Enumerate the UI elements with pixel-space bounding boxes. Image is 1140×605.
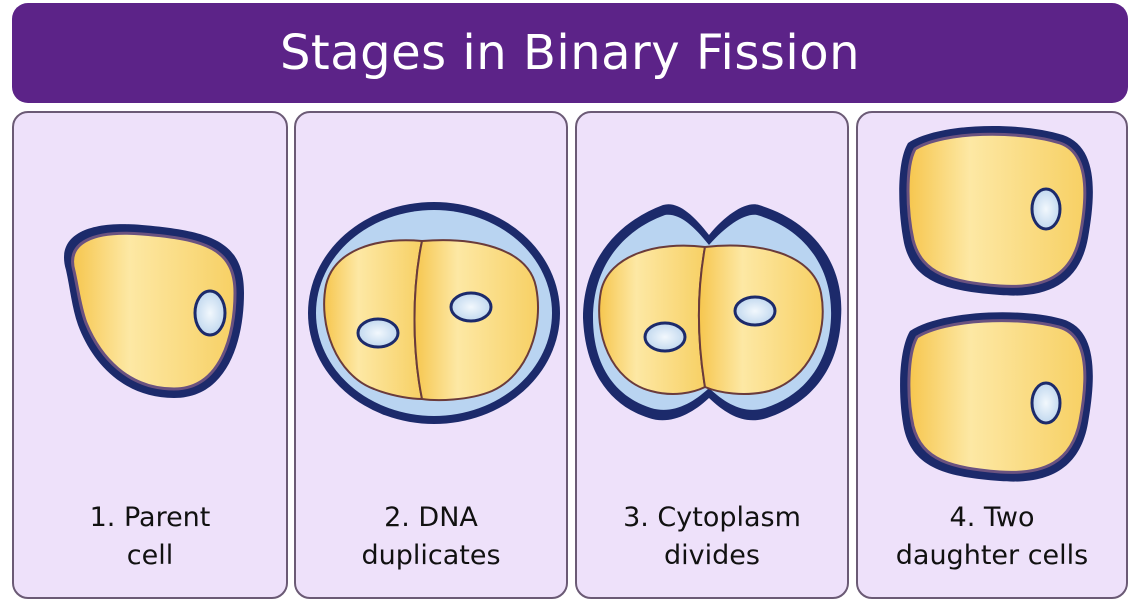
stage-caption: 3. Cytoplasm divides	[577, 499, 847, 575]
caption-line-1: 4. Two	[858, 499, 1126, 537]
nucleoid-right	[451, 293, 491, 321]
caption-line-2: daughter cells	[858, 537, 1126, 575]
daughter-cell-top-nucleoid	[1032, 189, 1060, 229]
stage-caption: 1. Parent cell	[14, 499, 286, 575]
stage-caption: 4. Two daughter cells	[858, 499, 1126, 575]
caption-line-1: 3. Cytoplasm	[577, 499, 847, 537]
stage-panel-dna-duplicates: 2. DNA duplicates	[294, 111, 568, 599]
caption-line-1: 1. Parent	[14, 499, 286, 537]
stage-panel-cytoplasm-divides: 3. Cytoplasm divides	[575, 111, 849, 599]
caption-line-2: cell	[14, 537, 286, 575]
diagram-title: Stages in Binary Fission	[280, 25, 860, 81]
stage-panel-parent-cell: 1. Parent cell	[12, 111, 288, 599]
parent-cell-nucleoid	[195, 291, 225, 335]
caption-line-2: divides	[577, 537, 847, 575]
daughter-cell-bottom-nucleoid	[1032, 383, 1060, 423]
nucleoid-left	[358, 319, 398, 347]
title-bar: Stages in Binary Fission	[12, 3, 1128, 103]
nucleoid-left	[645, 323, 685, 351]
stage-panel-two-daughter-cells: 4. Two daughter cells	[856, 111, 1128, 599]
nucleoid-right	[735, 297, 775, 325]
caption-line-1: 2. DNA	[296, 499, 566, 537]
stage-caption: 2. DNA duplicates	[296, 499, 566, 575]
caption-line-2: duplicates	[296, 537, 566, 575]
